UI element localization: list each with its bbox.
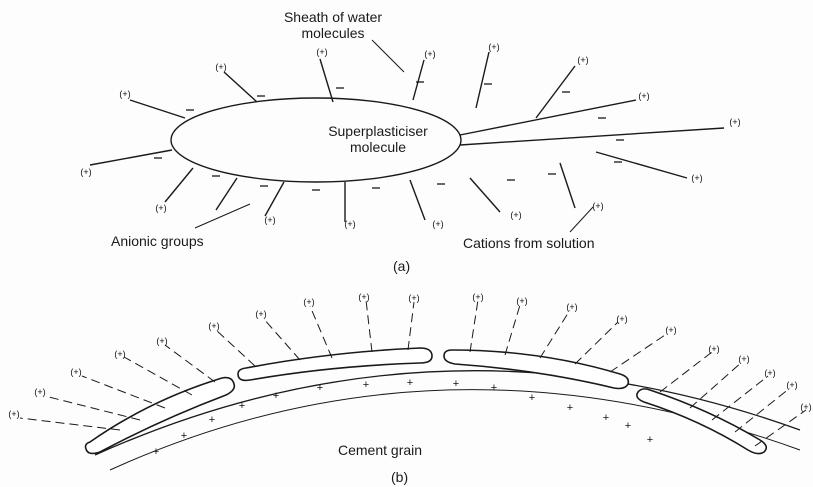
- cation-symbol: (+): [358, 292, 370, 302]
- cation-symbol: (+): [408, 293, 420, 303]
- chains-b: [19, 299, 807, 447]
- cation-symbol: (+): [316, 47, 328, 57]
- surface-charge: +: [646, 434, 654, 446]
- cations-leader: [569, 206, 594, 233]
- cation-symbol: (+): [729, 117, 741, 127]
- cation-symbol: (+): [208, 321, 220, 331]
- cation-symbol: (+): [156, 336, 168, 346]
- cation-symbol: (+): [155, 203, 167, 213]
- superplasticiser-label-line2: molecule: [349, 139, 407, 155]
- cation-symbol: (+): [510, 210, 522, 220]
- cation-symbol: (+): [472, 292, 484, 302]
- cation-symbol: (+): [119, 89, 131, 99]
- cation-symbol: (+): [264, 215, 276, 225]
- cation-symbol: (+): [800, 402, 812, 412]
- surface-charge: +: [272, 390, 280, 402]
- cation-symbol: (+): [566, 302, 578, 312]
- chains-top: [129, 51, 725, 146]
- cation-symbol: (+): [592, 201, 604, 211]
- cement-grain-label: Cement grain: [338, 442, 423, 458]
- superplasticiser-ellipse: [170, 97, 462, 183]
- cation-symbol: (+): [616, 314, 628, 324]
- cation-symbol: (+): [303, 297, 315, 307]
- surface-charge: +: [624, 420, 632, 432]
- cation-symbol: (+): [786, 380, 798, 390]
- surface-charge: +: [566, 402, 574, 414]
- surface-charge: +: [406, 377, 414, 389]
- chains-bottom: [89, 149, 688, 222]
- cation-symbol: (+): [577, 55, 589, 65]
- anionic-groups-label: Anionic groups: [111, 233, 204, 249]
- superplasticiser-label-line1: Superplasticiser: [328, 123, 428, 139]
- cation-symbol: (+): [516, 296, 528, 306]
- cation-symbol: (+): [691, 173, 703, 183]
- cation-symbol: (+): [432, 219, 444, 229]
- cation-symbol: (+): [215, 62, 227, 72]
- surface-charge: +: [490, 382, 498, 394]
- surface-charge: +: [528, 392, 536, 404]
- surface-charge: +: [316, 382, 324, 394]
- cation-symbol: (+): [424, 49, 436, 59]
- surface-charge: +: [180, 430, 188, 442]
- sheath-label-line1: Sheath of water: [283, 9, 383, 25]
- cation-symbol: (+): [738, 354, 750, 364]
- cation-symbol: (+): [255, 309, 267, 319]
- surface-charge: +: [362, 379, 370, 391]
- cation-symbol: (+): [80, 167, 92, 177]
- anion-marks-a: [154, 81, 624, 191]
- cation-symbol: (+): [8, 409, 20, 419]
- cation-symbol: (+): [708, 344, 720, 354]
- cation-symbol: (+): [114, 349, 126, 359]
- surface-charge: +: [208, 414, 216, 426]
- cations-label: Cations from solution: [463, 235, 595, 251]
- superplasticiser-label: Superplasticiser molecule: [298, 123, 458, 155]
- surface-charge: +: [238, 400, 246, 412]
- cation-symbol: (+): [488, 42, 500, 52]
- adsorbed-rods: [84, 347, 768, 455]
- surface-charge: +: [152, 446, 160, 458]
- cation-symbol: (+): [344, 219, 356, 229]
- sheath-leader: [371, 39, 405, 73]
- sheath-label: Sheath of water molecules: [253, 9, 413, 41]
- panel-a-label: (a): [393, 258, 411, 274]
- cation-symbol: (+): [764, 368, 776, 378]
- surface-charge: +: [602, 412, 610, 424]
- anionic-leader: [194, 203, 251, 229]
- surface-charge: +: [452, 378, 460, 390]
- sheath-label-line2: molecules: [301, 25, 365, 41]
- cation-symbol: (+): [665, 325, 677, 335]
- cation-symbol: (+): [34, 387, 46, 397]
- cation-symbol: (+): [70, 367, 82, 377]
- cation-symbol: (+): [638, 91, 650, 101]
- panel-b-label: (b): [391, 469, 409, 485]
